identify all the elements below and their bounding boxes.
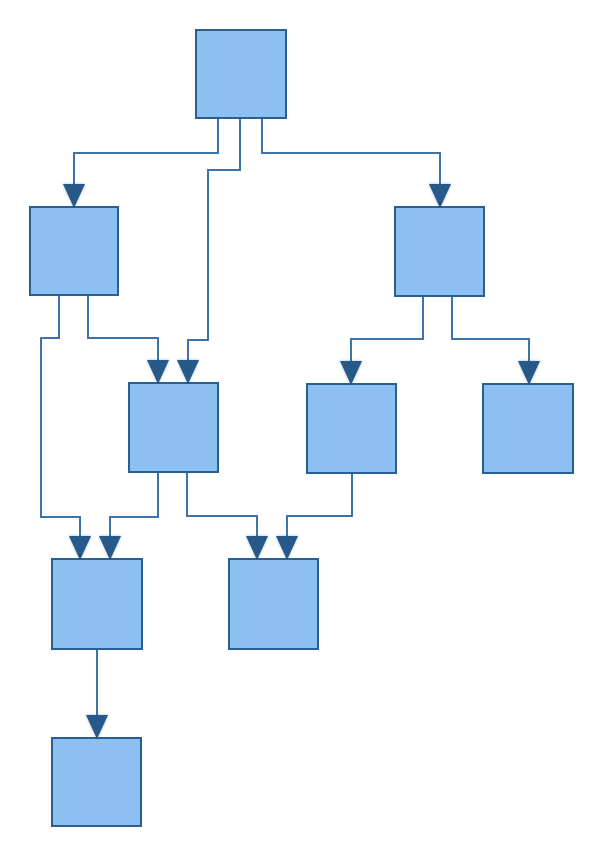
arrowhead-mid-to-bottom-left	[99, 536, 121, 560]
node-right-left[interactable]	[306, 383, 397, 474]
arrowhead-left-to-bottom-left	[69, 536, 91, 560]
edge-root-to-right	[261, 118, 441, 207]
edge-root-to-left	[73, 118, 219, 207]
edge-root-to-mid	[187, 118, 241, 383]
arrowhead-mid-to-bottom-mid	[246, 536, 268, 560]
node-leaf[interactable]	[51, 737, 142, 827]
arrowhead-root-to-left	[63, 184, 85, 208]
edge-mid-to-bottom-left	[109, 472, 159, 559]
node-mid[interactable]	[128, 382, 219, 473]
arrowhead-right-left-to-bottom-mid	[276, 536, 298, 560]
arrowhead-bottom-left-to-leaf	[86, 715, 108, 739]
edge-left-to-bottom-left	[40, 295, 81, 559]
arrowhead-right-to-right-left	[340, 361, 362, 385]
node-bottom-left[interactable]	[51, 558, 143, 650]
node-right-right[interactable]	[482, 383, 574, 474]
edge-mid-to-bottom-mid	[186, 472, 258, 559]
node-root[interactable]	[195, 29, 287, 119]
arrowhead-left-to-mid	[147, 360, 169, 384]
edge-right-left-to-bottom-mid	[286, 473, 353, 559]
edge-right-to-right-left	[350, 296, 424, 384]
node-left[interactable]	[29, 206, 119, 296]
edge-left-to-mid	[87, 295, 159, 383]
edge-right-to-right-right	[451, 296, 530, 384]
arrowhead-root-to-mid	[177, 360, 199, 384]
arrowhead-root-to-right	[429, 184, 451, 208]
arrowhead-right-to-right-right	[518, 361, 540, 385]
node-bottom-mid[interactable]	[228, 558, 319, 650]
node-right[interactable]	[394, 206, 485, 297]
